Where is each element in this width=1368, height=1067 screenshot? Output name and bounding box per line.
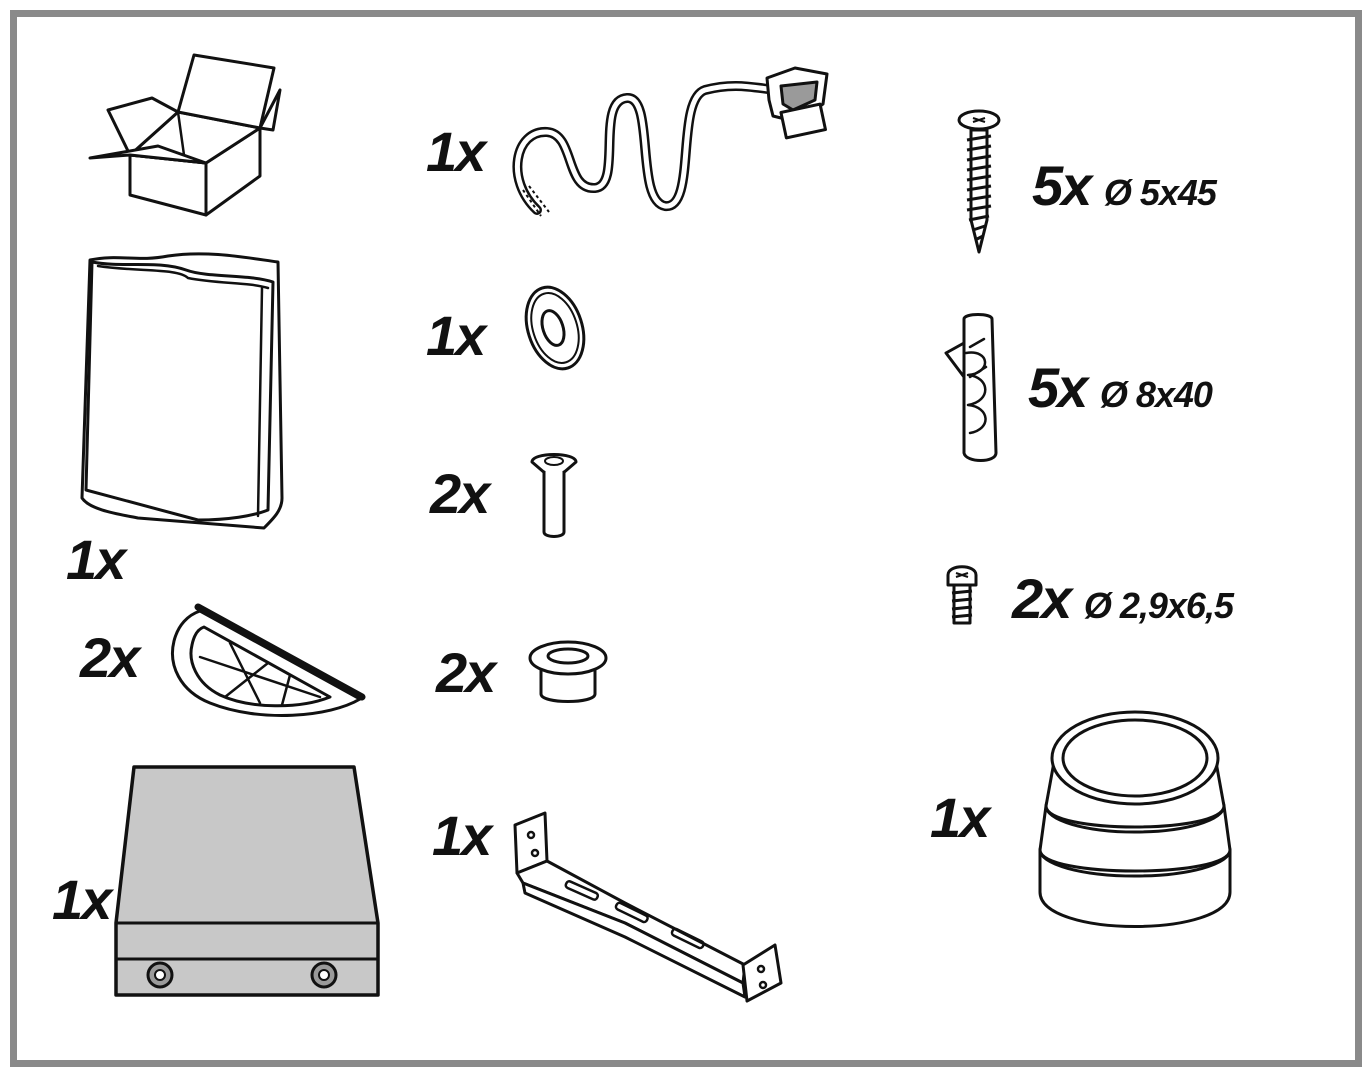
plastic-bag-icon bbox=[80, 252, 284, 530]
bracket-qty: 1x bbox=[432, 804, 492, 867]
mounting-bracket-icon bbox=[513, 811, 783, 1003]
small-screw-icon bbox=[946, 565, 978, 625]
small-screw-qty: 2x Ø 2,9x6,5 bbox=[1012, 571, 1234, 627]
wood-screw-spec: Ø 5x45 bbox=[1103, 172, 1217, 213]
small-screw-qty-count: 2x bbox=[1012, 567, 1072, 630]
washer-icon bbox=[524, 285, 586, 371]
reducer-qty: 1x bbox=[930, 786, 990, 849]
cardboard-box-icon bbox=[88, 53, 282, 217]
countersunk-screw-qty: 2x bbox=[430, 462, 490, 525]
diagram-frame bbox=[10, 10, 1362, 1067]
carbon-filter-box-icon bbox=[114, 765, 380, 997]
small-screw-spec: Ø 2,9x6,5 bbox=[1083, 585, 1234, 626]
wall-plug-icon bbox=[944, 313, 998, 462]
half-round-filter-icon bbox=[171, 603, 366, 717]
spacer-qty: 2x bbox=[436, 641, 496, 704]
wood-screw-qty-count: 5x bbox=[1032, 154, 1092, 217]
carbon-filter-qty: 1x bbox=[52, 868, 112, 931]
bag-qty: 1x bbox=[66, 528, 126, 591]
spacer-sleeve-icon bbox=[528, 640, 608, 703]
countersunk-screw-icon bbox=[530, 453, 578, 538]
duct-reducer-icon bbox=[1038, 710, 1232, 928]
wall-plug-qty-count: 5x bbox=[1028, 356, 1088, 419]
power-cable-qty: 1x bbox=[426, 120, 486, 183]
wall-plug-qty: 5x Ø 8x40 bbox=[1028, 360, 1213, 416]
grease-filter-qty: 2x bbox=[80, 626, 140, 689]
wood-screw-icon bbox=[957, 109, 1001, 254]
washer-qty: 1x bbox=[426, 304, 486, 367]
power-cable-icon bbox=[512, 66, 829, 217]
wood-screw-qty: 5x Ø 5x45 bbox=[1032, 158, 1217, 214]
wall-plug-spec: Ø 8x40 bbox=[1099, 374, 1213, 415]
